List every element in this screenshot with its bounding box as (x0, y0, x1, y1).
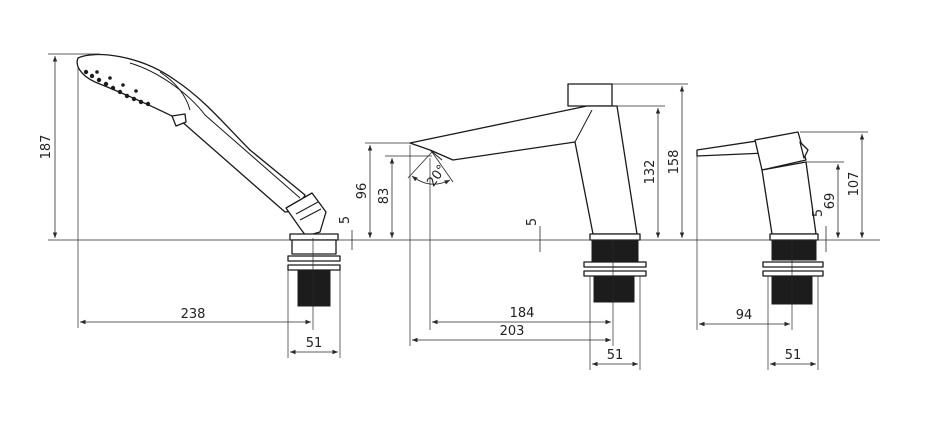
dim-spout-83: 83 (377, 188, 392, 205)
dim-shower-gap: 5 (338, 216, 353, 224)
spout-cap (567, 83, 613, 107)
hand-shower-view (76, 53, 341, 307)
dim-spout-96: 96 (355, 183, 370, 200)
spout-thread-lower (593, 275, 635, 303)
dim-spout-base: 51 (607, 348, 624, 363)
dim-mixer-gap: 5 (811, 209, 826, 217)
dim-spout-gap: 5 (525, 218, 540, 226)
dim-spout-158: 158 (667, 150, 682, 175)
mixer-thread-upper (771, 239, 817, 261)
dim-mixer-base: 51 (785, 348, 802, 363)
dim-mixer-reach: 94 (736, 308, 753, 323)
nozzle-dots (83, 69, 151, 107)
shower-thread-shank (297, 269, 331, 307)
dim-shower-reach: 238 (181, 307, 206, 322)
spout-thread-upper (591, 239, 639, 263)
spout-view (409, 83, 647, 303)
spout-dimensions: 96 83 20° 132 158 5 184 203 51 (355, 83, 688, 370)
hose-connector (285, 192, 327, 237)
mixer-dimensions: 107 69 5 94 51 (696, 131, 868, 370)
dim-spout-angle: 20° (424, 162, 450, 189)
mixer-body (761, 161, 817, 235)
dim-spout-132: 132 (643, 160, 658, 185)
dim-shower-height: 187 (39, 135, 54, 160)
shower-button (171, 113, 187, 127)
dim-spout-184: 184 (510, 306, 535, 321)
dim-mixer-69: 69 (823, 193, 838, 210)
dim-spout-203: 203 (500, 324, 525, 339)
dim-mixer-107: 107 (847, 172, 862, 197)
shower-dimensions: 187 238 51 5 (39, 53, 353, 358)
dim-shower-base: 51 (306, 336, 323, 351)
mixer-view (696, 131, 824, 305)
mixer-head (754, 131, 807, 171)
shower-base-plate (289, 233, 339, 241)
